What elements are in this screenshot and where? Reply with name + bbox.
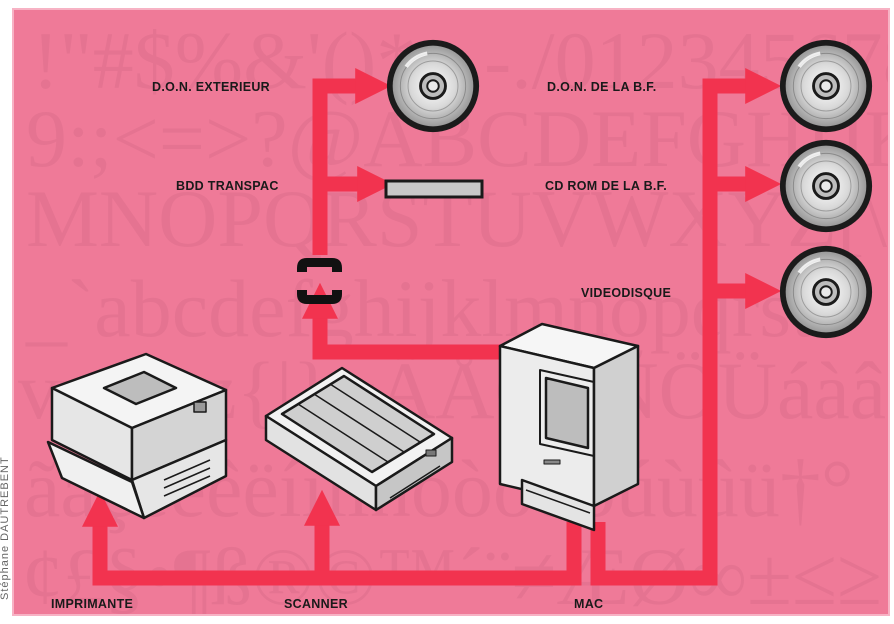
label-mac: MAC — [574, 597, 603, 611]
don-exterieur-disc-icon — [387, 40, 479, 132]
label-bdd-transpac: BDD TRANSPAC — [176, 179, 279, 193]
cdrom-bf-disc-icon — [780, 140, 872, 232]
label-imprimante: IMPRIMANTE — [51, 597, 133, 611]
label-cdrom-bf: CD ROM DE LA B.F. — [545, 179, 667, 193]
charset-line-4: _`abcdefghijklmnopqrst — [25, 263, 814, 354]
diagram-frame: !"#$%&'()*+,-./012345678 9:;<=>?@ABCDEFG… — [12, 8, 890, 616]
photo-credit: Stéphane DAUTREBENT — [0, 456, 11, 600]
videodisque-disc-icon — [780, 246, 872, 338]
label-videodisque: VIDEODISQUE — [581, 286, 671, 300]
transpac-terminal-icon — [386, 181, 482, 197]
label-don-exterieur: D.O.N. EXTERIEUR — [152, 80, 270, 94]
label-don-bf: D.O.N. DE LA B.F. — [547, 80, 657, 94]
don-bf-disc-icon — [780, 40, 872, 132]
label-scanner: SCANNER — [284, 597, 348, 611]
network-diagram: !"#$%&'()*+,-./012345678 9:;<=>?@ABCDEFG… — [14, 10, 890, 616]
